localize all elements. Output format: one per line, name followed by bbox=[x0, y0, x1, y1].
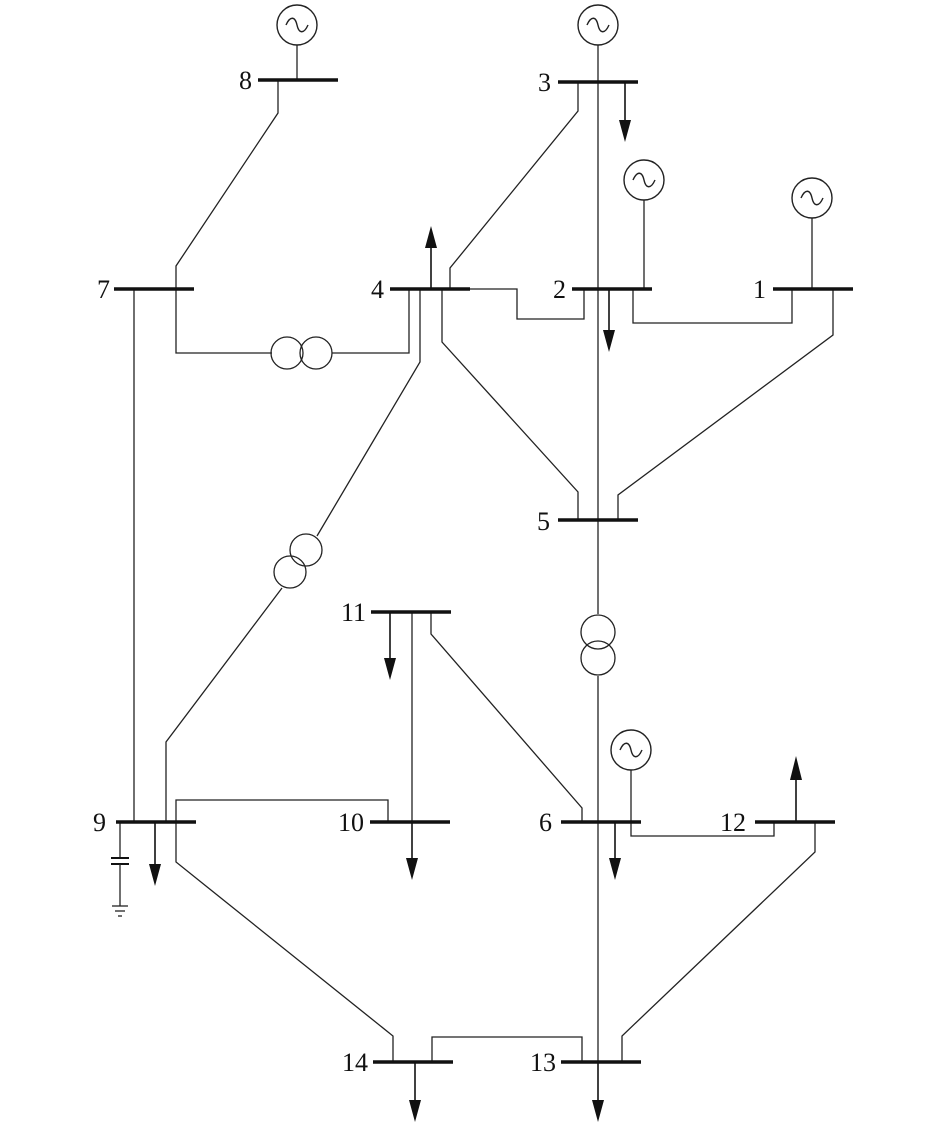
bus-label-4: 4 bbox=[371, 275, 384, 304]
bus-label-10: 10 bbox=[338, 808, 364, 837]
line-tx-9 bbox=[165, 587, 283, 822]
line-8-7 bbox=[175, 80, 279, 288]
generator-bus-3 bbox=[577, 4, 619, 46]
generator-bus-6 bbox=[610, 729, 652, 822]
shunt-capacitor-bus-9 bbox=[111, 822, 129, 917]
transformer-4-7 bbox=[270, 336, 333, 370]
branch-lines bbox=[133, 45, 834, 1062]
line-12-13 bbox=[621, 822, 816, 1062]
bus-label-12: 12 bbox=[720, 808, 746, 837]
bus-label-14: 14 bbox=[342, 1048, 368, 1077]
load-arrow-bus-14 bbox=[409, 1062, 421, 1122]
line-tx-4 bbox=[332, 289, 410, 354]
load-arrow-bus-10 bbox=[406, 822, 418, 880]
line-11-6 bbox=[430, 612, 583, 822]
line-3-4 bbox=[449, 82, 579, 289]
bus-label-9: 9 bbox=[93, 808, 106, 837]
bus-label-5: 5 bbox=[537, 507, 550, 536]
bus-label-2: 2 bbox=[553, 275, 566, 304]
load-arrow-bus-3 bbox=[619, 82, 631, 142]
line-7-tx bbox=[175, 289, 272, 354]
bus-label-11: 11 bbox=[341, 598, 366, 627]
line-9-10 bbox=[175, 799, 389, 822]
line-9-14 bbox=[175, 822, 394, 1062]
load-arrow-bus-11 bbox=[384, 612, 396, 680]
generator-bus-8 bbox=[276, 4, 318, 80]
load-arrow-bus-13 bbox=[592, 1062, 604, 1122]
bus-label-6: 6 bbox=[539, 808, 552, 837]
line-4-5 bbox=[441, 289, 579, 520]
load-arrow-bus-4 bbox=[425, 226, 437, 289]
bus-label-7: 7 bbox=[97, 275, 110, 304]
line-6-12 bbox=[630, 822, 775, 837]
bus-label-13: 13 bbox=[530, 1048, 556, 1077]
load-arrows bbox=[149, 82, 802, 1122]
bus-bars bbox=[114, 78, 853, 1064]
load-arrow-bus-6 bbox=[609, 822, 621, 880]
load-arrow-bus-12 bbox=[790, 756, 802, 822]
line-2-1 bbox=[632, 289, 793, 324]
bus-label-8: 8 bbox=[239, 66, 252, 95]
load-arrow-bus-2 bbox=[603, 289, 615, 352]
transformer-5-6 bbox=[580, 614, 616, 676]
bus-label-1: 1 bbox=[753, 275, 766, 304]
generator-bus-1 bbox=[791, 177, 833, 289]
bus-label-3: 3 bbox=[538, 68, 551, 97]
bus-labels: 8 3 7 4 2 1 5 11 9 10 6 12 14 13 bbox=[93, 66, 766, 1077]
line-1-5 bbox=[617, 289, 834, 520]
line-4-tx bbox=[316, 289, 421, 537]
line-14-13 bbox=[431, 1036, 583, 1062]
generator-bus-2 bbox=[623, 159, 665, 289]
load-arrow-bus-9 bbox=[149, 822, 161, 886]
transformer-4-9 bbox=[273, 533, 323, 589]
line-4-2 bbox=[470, 288, 585, 320]
